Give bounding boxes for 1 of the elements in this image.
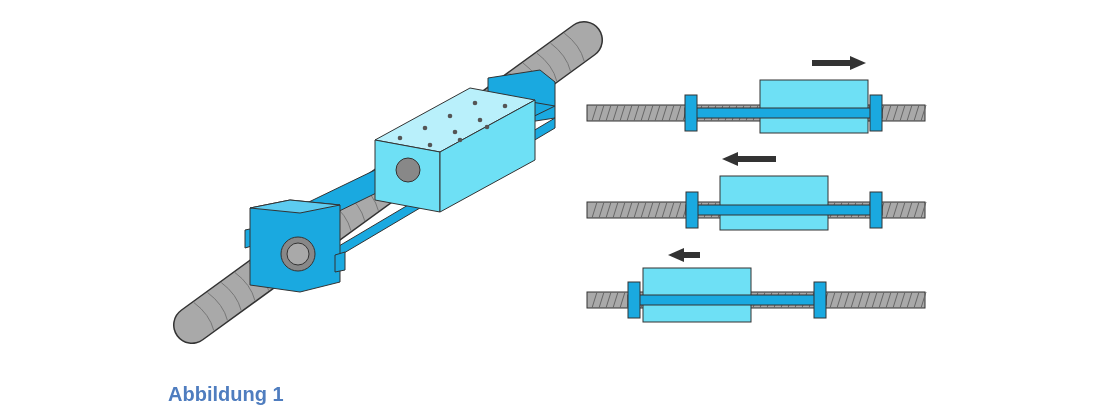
figure-caption: Abbildung 1 <box>168 383 284 406</box>
